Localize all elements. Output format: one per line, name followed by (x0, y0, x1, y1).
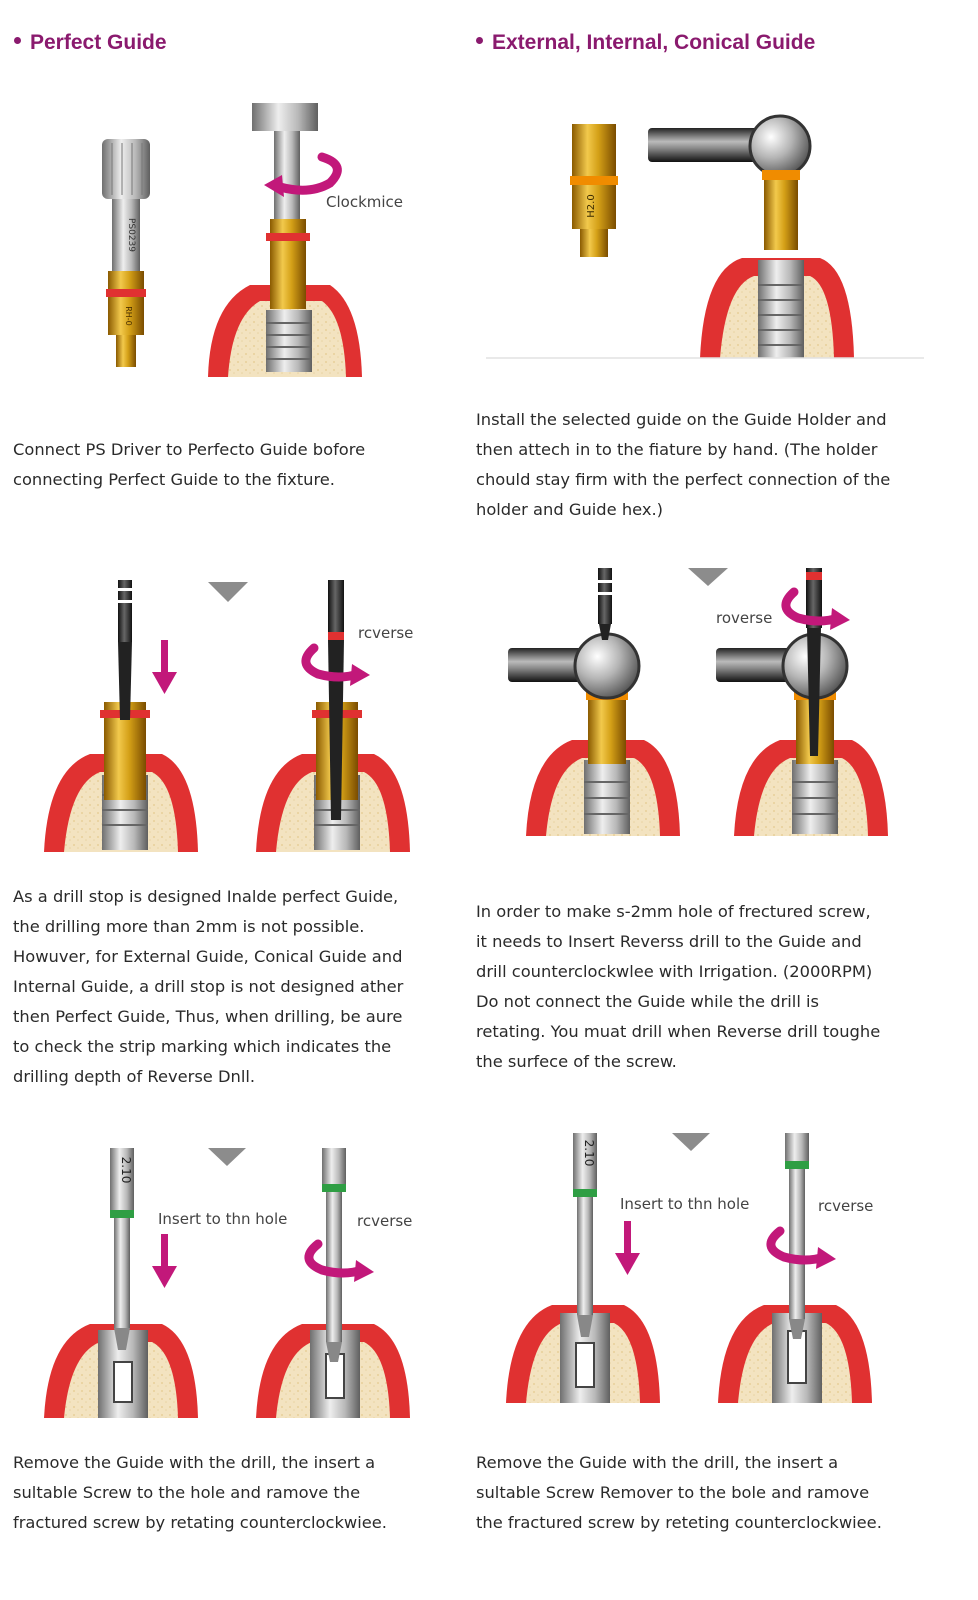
remover-engraving-1: 2.10 (119, 1157, 133, 1184)
heading-external-guide: External, Internal, Conical Guide (476, 31, 815, 55)
insert-down-arrow-icon (615, 1221, 640, 1275)
paragraph-drill-stop: As a drill stop is designed Inalde perfe… (13, 887, 404, 1086)
reverse-drill-4 (806, 568, 822, 756)
insert-down-arrow-icon (152, 640, 177, 694)
figure-screw-insert-right: 2.10 Insert to thn hole rcverse (506, 1133, 873, 1403)
jaw-section-4b (734, 692, 888, 836)
reverse-arrow-icon-4 (766, 1226, 829, 1265)
driver-engraving: PS0239 (126, 218, 136, 252)
jaw-section-6a (506, 1305, 660, 1403)
ps-driver-installed (252, 103, 318, 219)
reverse-arrow-icon-1 (301, 643, 363, 682)
step-triangle-icon (672, 1133, 710, 1151)
bullet-icon (476, 36, 483, 44)
screw-remover-3: 2.10 (573, 1133, 597, 1337)
jaw-section-5b (256, 1324, 410, 1418)
screw-remover-1: 2.10 (110, 1148, 134, 1350)
screw-remover-2 (322, 1148, 346, 1362)
paragraph-remove-guide-right: Remove the Guide with the drill, the ins… (476, 1453, 882, 1532)
paragraph-reverse-drill: In order to make s-2mm hole of frectured… (476, 902, 881, 1071)
clockwise-arrow-icon (275, 152, 342, 195)
reverse-drill-3 (598, 568, 612, 640)
perfect-guide-loose: RH-0 (106, 271, 146, 367)
step-triangle-icon (688, 568, 728, 586)
guide-holder-right (716, 632, 849, 700)
figure-external-guide-holder: H2.0 (486, 114, 924, 359)
label-clockwise: Clockmice (326, 193, 403, 211)
perfect-guide-installed (266, 219, 310, 309)
reverse-drill-1 (118, 580, 132, 720)
guide-holder (648, 114, 812, 178)
screw-remover-4 (785, 1133, 809, 1339)
label-insert-2: Insert to thn hole (620, 1195, 749, 1213)
jaw-section-1 (208, 285, 362, 377)
paragraph-remove-guide-left: Remove the Guide with the drill, the ins… (13, 1453, 387, 1532)
heading-perfect-guide: Perfect Guide (14, 31, 167, 55)
label-reverse-3: rcverse (357, 1212, 412, 1230)
paragraph-install-guide: Install the selected guide on the Guide … (476, 410, 891, 519)
step-triangle-icon (208, 1148, 246, 1166)
reverse-arrow-icon-3 (304, 1239, 367, 1278)
remover-engraving-2: 2.10 (582, 1140, 596, 1167)
guide-engraving-right: H2.0 (586, 194, 597, 217)
ps-driver: PS0239 (102, 139, 150, 271)
jaw-section-3a (44, 702, 198, 852)
figure-screw-insert-left: 2.10 Insert to thn hole rcverse (44, 1148, 412, 1418)
step-triangle-icon (208, 582, 248, 602)
external-guide-installed (762, 170, 800, 250)
reverse-arrow-icon-2 (781, 587, 843, 626)
label-reverse-2: roverse (716, 609, 772, 627)
guide-holder-left (508, 632, 641, 700)
label-reverse-4: rcverse (818, 1197, 873, 1215)
paragraph-connect-driver: Connect PS Driver to Perfecto Guide bofo… (13, 440, 366, 489)
guide-engraving: RH-0 (124, 306, 133, 326)
figure-holder-drilling: roverse (508, 568, 888, 836)
label-reverse-1: rcverse (358, 624, 413, 642)
figure-perfect-guide-driver: PS0239 RH-0 Clockmice (102, 103, 403, 377)
jaw-section-5a (44, 1324, 198, 1418)
label-insert-1: Insert to thn hole (158, 1210, 287, 1228)
external-guide-loose: H2.0 (570, 124, 618, 257)
jaw-section-6b (718, 1305, 872, 1403)
insert-down-arrow-icon (152, 1234, 177, 1288)
reverse-drill-2 (328, 580, 344, 820)
bullet-icon (14, 36, 21, 44)
jaw-section-4a (526, 692, 680, 836)
figure-perfect-guide-drilling: rcverse (44, 580, 413, 852)
jaw-section-2 (700, 258, 854, 358)
